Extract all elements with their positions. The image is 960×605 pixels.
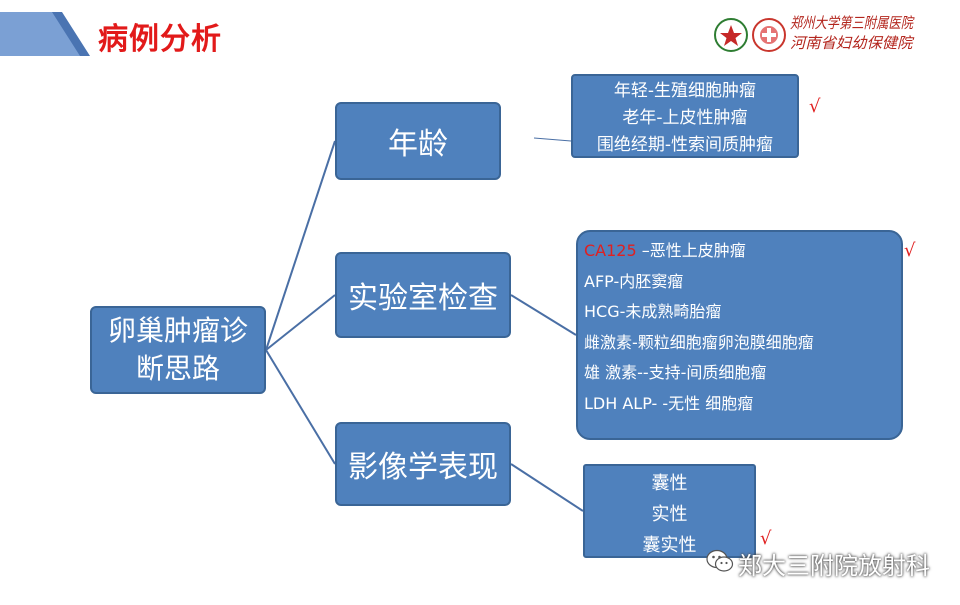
hospital-logos: 郑州大学第三附属医院 河南省妇幼保健院 — [712, 12, 958, 56]
lab-item: AFP-内胚窦瘤 — [584, 271, 684, 291]
branch-node-lab-tests: 实验室检查 — [335, 252, 511, 338]
lab-item: 雄 激素--支持-间质细胞瘤 — [584, 363, 767, 382]
watermark-text: 郑大三附院放射科 — [738, 552, 930, 580]
imaging-item: 囊性 — [651, 473, 688, 494]
hospital-name-line2: 河南省妇幼保健院 — [790, 34, 913, 52]
lab-item: CA125 –恶性上皮肿瘤 — [584, 236, 895, 267]
hospital-name-line1: 郑州大学第三附属医院 — [790, 14, 914, 32]
imaging-detail-box: 囊性 实性 囊实性 — [583, 464, 756, 558]
lab-check-mark: √ — [904, 240, 916, 261]
age-check-mark: √ — [809, 96, 821, 117]
lab-item: LDH ALP- -无性 细胞瘤 — [584, 393, 754, 413]
wechat-icon — [706, 549, 734, 572]
root-node-ovarian-tumor-diagnosis: 卵巢肿瘤诊 断思路 — [90, 306, 266, 394]
root-label-line2: 断思路 — [135, 352, 220, 385]
slide-title: 病例分析 — [98, 22, 222, 57]
ca125-marker: CA125 — [584, 241, 637, 260]
imaging-check-mark: √ — [760, 528, 772, 549]
root-label-line1: 卵巢肿瘤诊 — [107, 314, 248, 347]
imaging-item: 实性 — [651, 504, 688, 525]
imaging-item: 囊实性 — [642, 535, 697, 556]
age-item: 围绝经期-性索间质肿瘤 — [596, 135, 774, 155]
branch-node-imaging: 影像学表现 — [335, 422, 511, 506]
header-banner — [0, 12, 90, 56]
lab-item: HCG-未成熟畸胎瘤 — [584, 302, 722, 321]
maternal-child-emblem-icon — [752, 18, 786, 52]
lab-item: 雌激素-颗粒细胞瘤卵泡膜细胞瘤 — [584, 332, 814, 352]
age-detail-box: 年轻-生殖细胞肿瘤 老年-上皮性肿瘤 围绝经期-性索间质肿瘤 — [571, 74, 799, 158]
hospital-emblem-icon — [714, 18, 748, 52]
age-item: 年轻-生殖细胞肿瘤 — [613, 81, 757, 101]
lab-detail-box: CA125 –恶性上皮肿瘤 AFP-内胚窦瘤 HCG-未成熟畸胎瘤 雌激素-颗粒… — [576, 230, 903, 440]
branch-node-age: 年龄 — [335, 102, 501, 180]
ca125-description: –恶性上皮肿瘤 — [636, 241, 746, 260]
age-item: 老年-上皮性肿瘤 — [622, 108, 748, 128]
